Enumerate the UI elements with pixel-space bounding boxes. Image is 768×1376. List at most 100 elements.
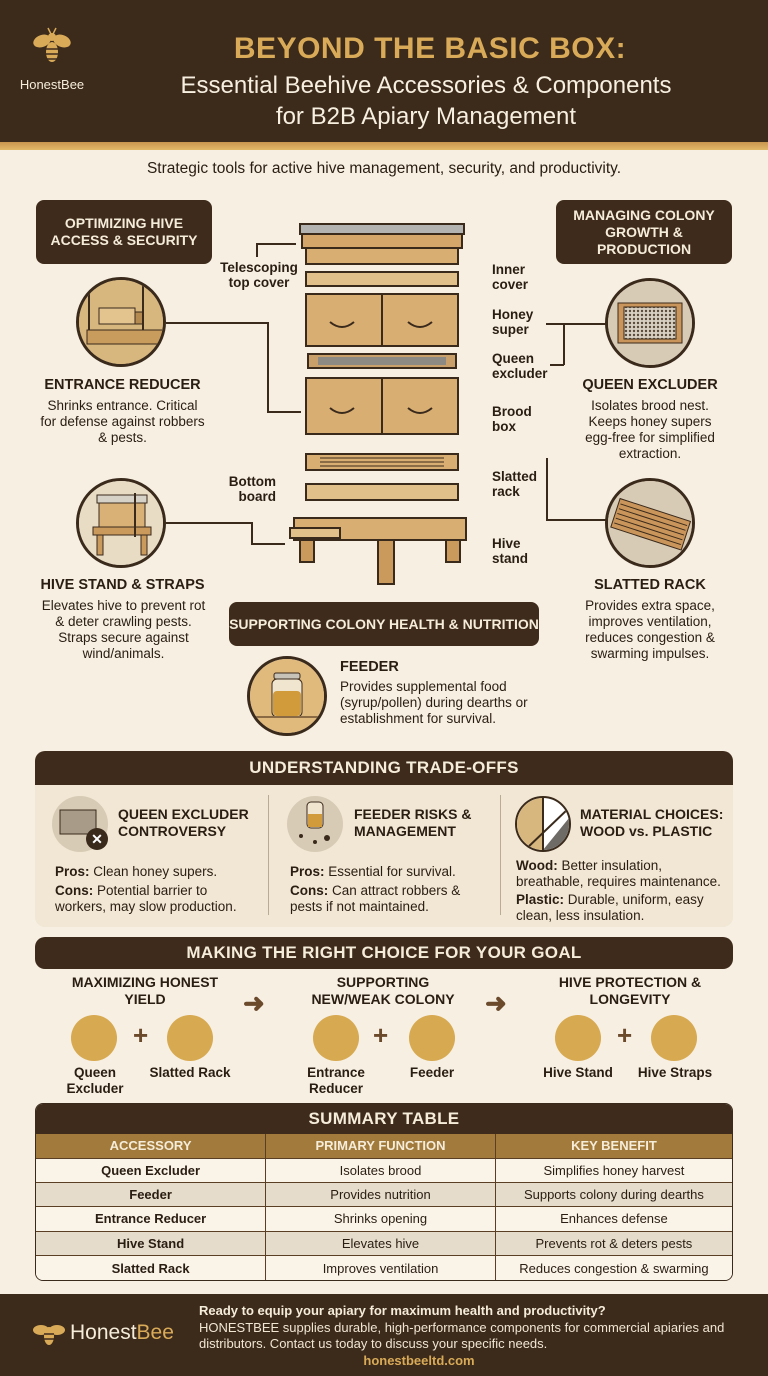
slatted-rack-icon bbox=[608, 481, 692, 565]
section-pill-growth: MANAGING COLONY GROWTH & PRODUCTION bbox=[556, 200, 732, 264]
slatted-rack-goal-icon bbox=[167, 1015, 213, 1061]
tradeoffs-panel: UNDERSTANDING TRADE-OFFS bbox=[35, 751, 733, 927]
connector-line bbox=[563, 323, 565, 365]
column-header: PRIMARY FUNCTION bbox=[265, 1134, 496, 1158]
footer bbox=[0, 1294, 768, 1376]
plus-icon: + bbox=[617, 1020, 633, 1050]
table-row: Queen Excluder Isolates brood Simplifies… bbox=[36, 1157, 732, 1183]
connector-line bbox=[251, 543, 285, 545]
section-pill-access: OPTIMIZING HIVE ACCESS & SECURITY bbox=[36, 200, 212, 264]
feeder-title: FEEDER bbox=[340, 659, 399, 675]
tradeoff-title: MATERIAL CHOICES: WOOD vs. PLASTIC bbox=[580, 806, 724, 839]
brand-name: HonestBee bbox=[19, 77, 85, 92]
feeder-desc: Provides supplemental food (syrup/pollen… bbox=[340, 679, 528, 726]
table-row: Entrance Reducer Shrinks opening Enhance… bbox=[36, 1206, 732, 1232]
tradeoffs-heading: UNDERSTANDING TRADE-OFFS bbox=[35, 751, 733, 785]
column-header: KEY BENEFIT bbox=[495, 1134, 732, 1158]
goal-title: MAXIMIZING HONEST YIELD bbox=[71, 974, 219, 1007]
logo: HonestBee bbox=[14, 24, 90, 92]
entrance-reducer-title: ENTRANCE REDUCER bbox=[44, 377, 201, 393]
entrance-reducer-image bbox=[76, 277, 166, 367]
entrance-reducer-icon bbox=[79, 280, 163, 364]
table-row: Hive Stand Elevates hive Prevents rot & … bbox=[36, 1230, 732, 1256]
slatted-rack-image bbox=[605, 478, 695, 568]
goal-item-label: Feeder bbox=[409, 1065, 455, 1080]
queen-excluder-desc: Isolates brood nest. Keeps honey supers … bbox=[585, 398, 715, 461]
slatted-rack-title: SLATTED RACK bbox=[594, 577, 706, 593]
connector-line bbox=[256, 243, 258, 257]
footer-body: HONESTBEE supplies durable, high-perform… bbox=[199, 1320, 725, 1351]
tradeoff-title: FEEDER RISKS & MANAGEMENT bbox=[354, 806, 472, 839]
connector-line bbox=[256, 243, 296, 245]
connector-line bbox=[550, 364, 564, 366]
footer-headline: Ready to equip your apiary for maximum h… bbox=[199, 1303, 606, 1318]
feeder-image bbox=[247, 656, 327, 736]
goal-title: SUPPORTING NEW/WEAK COLONY bbox=[311, 974, 455, 1007]
feeder-goal-icon bbox=[409, 1015, 455, 1061]
entrance-reducer-goal-icon bbox=[313, 1015, 359, 1061]
entrance-reducer-desc: Shrinks entrance. Critical for defense a… bbox=[40, 398, 205, 445]
part-label-top-cover: Telescoping top cover bbox=[220, 260, 298, 290]
header-banner bbox=[0, 0, 768, 142]
summary-heading: SUMMARY TABLE bbox=[36, 1104, 732, 1134]
tradeoff-cons: Cons: Potential barrier to workers, may … bbox=[55, 883, 237, 914]
page-subtitle: Essential Beehive Accessories & Componen… bbox=[180, 72, 672, 130]
connector-line bbox=[166, 522, 252, 524]
bee-icon bbox=[33, 1325, 65, 1345]
goal-item-label: Hive Straps bbox=[637, 1065, 713, 1080]
x-icon: ✕ bbox=[86, 828, 108, 850]
queen-excluder-image bbox=[605, 278, 695, 368]
goals-heading: MAKING THE RIGHT CHOICE FOR YOUR GOAL bbox=[35, 937, 733, 969]
feeder-risk-icon bbox=[287, 796, 343, 852]
divider bbox=[500, 795, 501, 915]
connector-line bbox=[546, 323, 606, 325]
summary-table: SUMMARY TABLE ACCESSORY PRIMARY FUNCTION… bbox=[35, 1103, 733, 1281]
queen-excluder-goal-icon bbox=[71, 1015, 117, 1061]
goal-item-label: Queen Excluder bbox=[66, 1065, 124, 1096]
hive-stand-desc: Elevates hive to prevent rot & deter cra… bbox=[41, 598, 206, 661]
hive-stand-icon bbox=[79, 481, 163, 565]
part-label-honey-super: Honey super bbox=[492, 307, 534, 337]
arrow-right-icon: ➜ bbox=[243, 988, 265, 1018]
hive-exploded-diagram bbox=[289, 223, 467, 585]
footer-brand-a: Honest bbox=[70, 1321, 137, 1344]
arrow-right-icon: ➜ bbox=[485, 988, 507, 1018]
connector-line bbox=[267, 322, 269, 412]
section-pill-health: SUPPORTING COLONY HEALTH & NUTRITION bbox=[229, 602, 539, 646]
connector-line bbox=[546, 458, 548, 520]
hive-stand-title: HIVE STAND & STRAPS bbox=[40, 577, 205, 593]
queen-excluder-icon bbox=[608, 281, 692, 365]
tradeoff-pros: Pros: Essential for survival. bbox=[290, 864, 456, 879]
queen-excluder-title: QUEEN EXCLUDER bbox=[582, 377, 718, 393]
bee-icon bbox=[33, 27, 71, 62]
part-label-queen-excluder: Queen excluder bbox=[492, 351, 548, 381]
connector-line bbox=[251, 522, 253, 544]
connector-line bbox=[267, 411, 301, 413]
tradeoff-plastic: Plastic: Durable, uniform, easy clean, l… bbox=[516, 892, 704, 923]
part-label-hive-stand: Hive stand bbox=[492, 536, 529, 566]
tradeoff-title: QUEEN EXCLUDER CONTROVERSY bbox=[118, 806, 249, 839]
column-header: ACCESSORY bbox=[36, 1134, 267, 1158]
goal-item-label: Hive Stand bbox=[543, 1065, 613, 1080]
tradeoff-cons: Cons: Can attract robbers & pests if not… bbox=[290, 883, 461, 914]
header-divider bbox=[0, 142, 768, 150]
tradeoff-pros: Pros: Clean honey supers. bbox=[55, 864, 218, 879]
part-label-slatted-rack: Slatted rack bbox=[492, 469, 538, 499]
honey-jar-icon bbox=[250, 659, 324, 733]
hive-stand-image bbox=[76, 478, 166, 568]
goal-item-label: Slatted Rack bbox=[149, 1065, 231, 1080]
slatted-rack-desc: Provides extra space, improves ventilati… bbox=[585, 598, 715, 661]
goal-item-label: Entrance Reducer bbox=[307, 1065, 365, 1096]
connector-line bbox=[166, 322, 268, 324]
hive-stand-goal-icon bbox=[555, 1015, 601, 1061]
part-label-brood-box: Brood box bbox=[492, 404, 532, 434]
plus-icon: + bbox=[133, 1020, 149, 1050]
footer-brand-b: Bee bbox=[136, 1321, 174, 1344]
part-label-bottom-board: Bottom board bbox=[228, 474, 276, 504]
page-title: BEYOND THE BASIC BOX: bbox=[233, 32, 627, 65]
tagline: Strategic tools for active hive manageme… bbox=[146, 160, 622, 177]
divider bbox=[268, 795, 269, 915]
goal-title: HIVE PROTECTION & LONGEVITY bbox=[558, 974, 702, 1007]
footer-website-link[interactable]: honestbeeltd.com bbox=[363, 1353, 475, 1368]
wood-vs-plastic-icon bbox=[515, 796, 571, 852]
